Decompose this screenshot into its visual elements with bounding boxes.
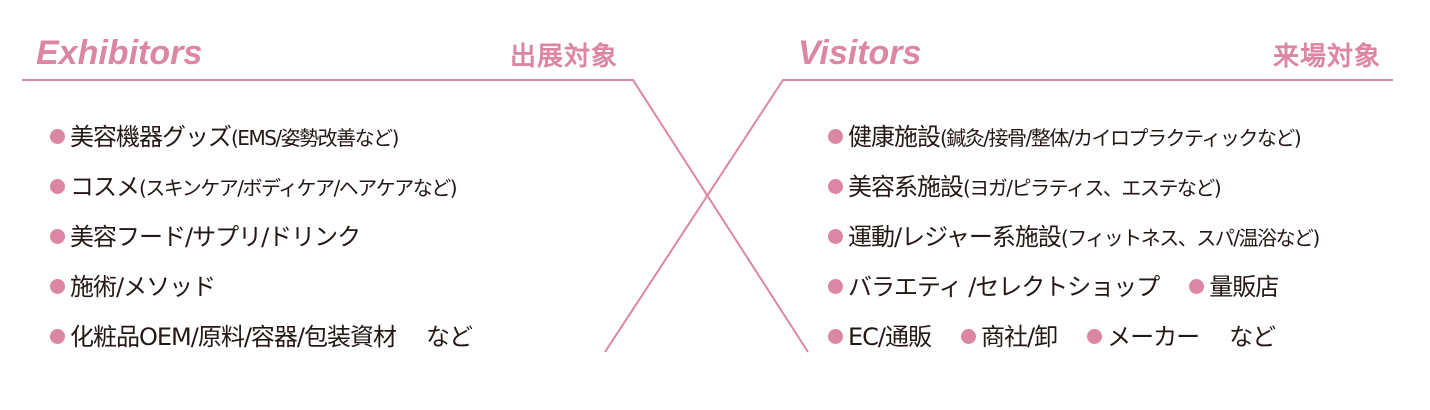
bullet-icon xyxy=(50,279,65,294)
visitors-list: 健康施設(鍼灸/接骨/整体/カイロプラクティックなど) 美容系施設(ヨガ/ピラテ… xyxy=(828,118,1320,368)
exhibitors-title: Exhibitors xyxy=(36,34,203,72)
bullet-icon xyxy=(50,229,65,244)
list-item: バラエティ /セレクトショップ量販店 xyxy=(828,268,1319,318)
list-item: 美容系施設(ヨガ/ピラティス、エステなど) xyxy=(828,168,1319,218)
list-item: 美容機器グッズ(EMS/姿勢改善など) xyxy=(50,118,472,168)
bullet-icon xyxy=(828,329,843,344)
bullet-icon xyxy=(961,329,977,344)
bullet-icon xyxy=(1087,329,1103,344)
list-item: 運動/レジャー系施設(フィットネス、スパ/温浴など) xyxy=(828,218,1320,268)
list-item: 健康施設(鍼灸/接骨/整体/カイロプラクティックなど) xyxy=(828,118,1319,168)
list-item: 化粧品OEM/原料/容器/包装資材など xyxy=(50,318,473,368)
list-item: コスメ(スキンケア/ボディケア/ヘアケアなど) xyxy=(50,168,472,218)
visitors-title: Visitors xyxy=(798,34,922,72)
bullet-icon xyxy=(828,179,843,194)
visitors-header-line xyxy=(604,79,1393,353)
exhibitors-list: 美容機器グッズ(EMS/姿勢改善など) コスメ(スキンケア/ボディケア/ヘアケア… xyxy=(50,118,473,368)
bullet-icon xyxy=(828,279,843,294)
bullet-icon xyxy=(50,179,65,194)
visitors-jp-title: 来場対象 xyxy=(1273,42,1382,72)
bullet-icon xyxy=(828,229,843,244)
exhibitors-header-line xyxy=(22,79,809,353)
bullet-icon xyxy=(828,129,843,144)
list-item: EC/通販商社/卸メーカーなど xyxy=(828,318,1319,368)
list-item: 美容フード/サプリ/ドリンク xyxy=(50,218,472,268)
exhibitors-jp-title: 出展対象 xyxy=(510,42,619,72)
list-item: 施術/メソッド xyxy=(50,268,472,318)
bullet-icon xyxy=(50,329,65,344)
bullet-icon xyxy=(50,129,65,144)
bullet-icon xyxy=(1189,279,1205,294)
